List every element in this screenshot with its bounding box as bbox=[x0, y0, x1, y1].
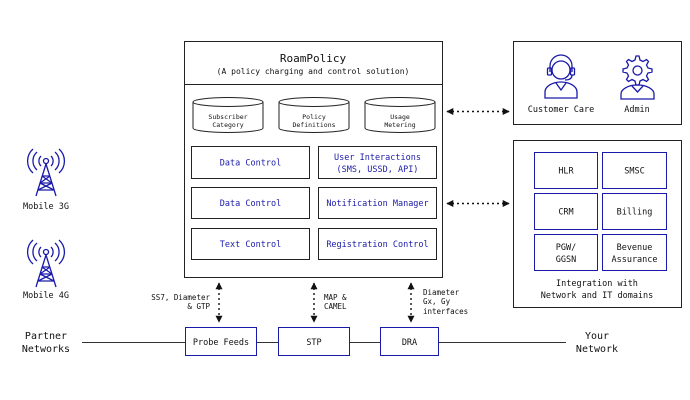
database-usage-metering: Usage Metering bbox=[364, 97, 436, 133]
mobile-4g-label: Mobile 4G bbox=[23, 291, 69, 301]
integration-label: SMSC bbox=[624, 167, 644, 177]
database-label: Usage bbox=[390, 113, 410, 121]
integration-smsc: SMSC bbox=[602, 152, 667, 189]
module-label: (SMS, USSD, API) bbox=[337, 165, 419, 175]
module-data-control-2: Data Control bbox=[191, 187, 310, 219]
node-label: DRA bbox=[402, 338, 417, 348]
integration-label: CRM bbox=[558, 208, 573, 218]
database-label: Definitions bbox=[292, 121, 335, 129]
integration-label: GGSN bbox=[556, 255, 576, 265]
database-subscriber-category: Subscriber Category bbox=[192, 97, 264, 133]
integration-label: HLR bbox=[558, 167, 574, 177]
integration-revenue-assurance: Bevenue Assurance bbox=[602, 234, 667, 271]
integration-caption: Integration with bbox=[556, 279, 638, 289]
headset-agent-icon bbox=[544, 54, 578, 99]
integration-billing: Billing bbox=[602, 193, 667, 230]
module-label: Registration Control bbox=[326, 240, 428, 250]
mobile-3g-label: Mobile 3G bbox=[23, 202, 69, 212]
module-registration-control: Registration Control bbox=[318, 228, 437, 260]
interface-label: CAMEL bbox=[324, 302, 347, 311]
users-box: Customer Care Admin bbox=[513, 41, 682, 125]
interface-label: & GTP bbox=[187, 302, 210, 311]
node-stp: STP bbox=[278, 327, 350, 356]
database-label: Category bbox=[212, 121, 243, 129]
your-network-label: Your bbox=[585, 331, 609, 342]
customer-care-label: Customer Care bbox=[528, 105, 595, 115]
module-label: Data Control bbox=[220, 159, 281, 169]
partner-networks-label: Networks bbox=[22, 344, 70, 355]
node-label: Probe Feeds bbox=[193, 338, 249, 348]
module-label: User Interactions bbox=[334, 153, 421, 163]
integration-label: Bevenue bbox=[617, 243, 653, 253]
database-label: Subscriber bbox=[208, 113, 247, 121]
database-policy-definitions: Policy Definitions bbox=[278, 97, 350, 133]
module-text-control: Text Control bbox=[191, 228, 310, 260]
interface-label: MAP & bbox=[324, 293, 347, 302]
integration-crm: CRM bbox=[534, 193, 598, 230]
gear-user-icon bbox=[620, 55, 655, 100]
integration-hlr: HLR bbox=[534, 152, 598, 189]
integration-label: Assurance bbox=[611, 255, 657, 265]
interface-label: interfaces bbox=[423, 307, 468, 316]
integration-caption: Network and IT domains bbox=[541, 291, 654, 301]
database-label: Policy bbox=[302, 113, 326, 121]
partner-networks-label: Partner bbox=[25, 331, 67, 342]
cell-tower-icon bbox=[27, 148, 65, 197]
node-probe-feeds: Probe Feeds bbox=[185, 327, 257, 356]
admin-label: Admin bbox=[624, 105, 650, 115]
core-subtitle: (A policy charging and control solution) bbox=[217, 67, 410, 76]
module-label: Data Control bbox=[220, 199, 281, 209]
integration-label: Billing bbox=[617, 208, 653, 218]
interface-label: SS7, Diameter bbox=[151, 293, 210, 302]
module-data-control-1: Data Control bbox=[191, 146, 310, 179]
database-label: Metering bbox=[384, 121, 415, 129]
interface-label: Gx, Gy bbox=[423, 297, 451, 306]
integration-pgw-ggsn: PGW/ GGSN bbox=[534, 234, 598, 271]
cell-tower-icon bbox=[27, 239, 65, 288]
core-title: RoamPolicy bbox=[280, 52, 347, 65]
node-label: STP bbox=[306, 338, 321, 348]
module-label: Notification Manager bbox=[326, 199, 428, 209]
interface-label: Diameter bbox=[423, 288, 460, 297]
node-dra: DRA bbox=[380, 327, 439, 356]
module-label: Text Control bbox=[220, 240, 281, 250]
module-notification-manager: Notification Manager bbox=[318, 187, 437, 219]
integration-box: HLR SMSC CRM Billing PGW/ GGSN Bevenue A… bbox=[513, 140, 682, 308]
your-network-label: Network bbox=[576, 344, 618, 355]
module-user-interactions: User Interactions (SMS, USSD, API) bbox=[318, 146, 437, 179]
integration-label: PGW/ bbox=[556, 243, 576, 253]
